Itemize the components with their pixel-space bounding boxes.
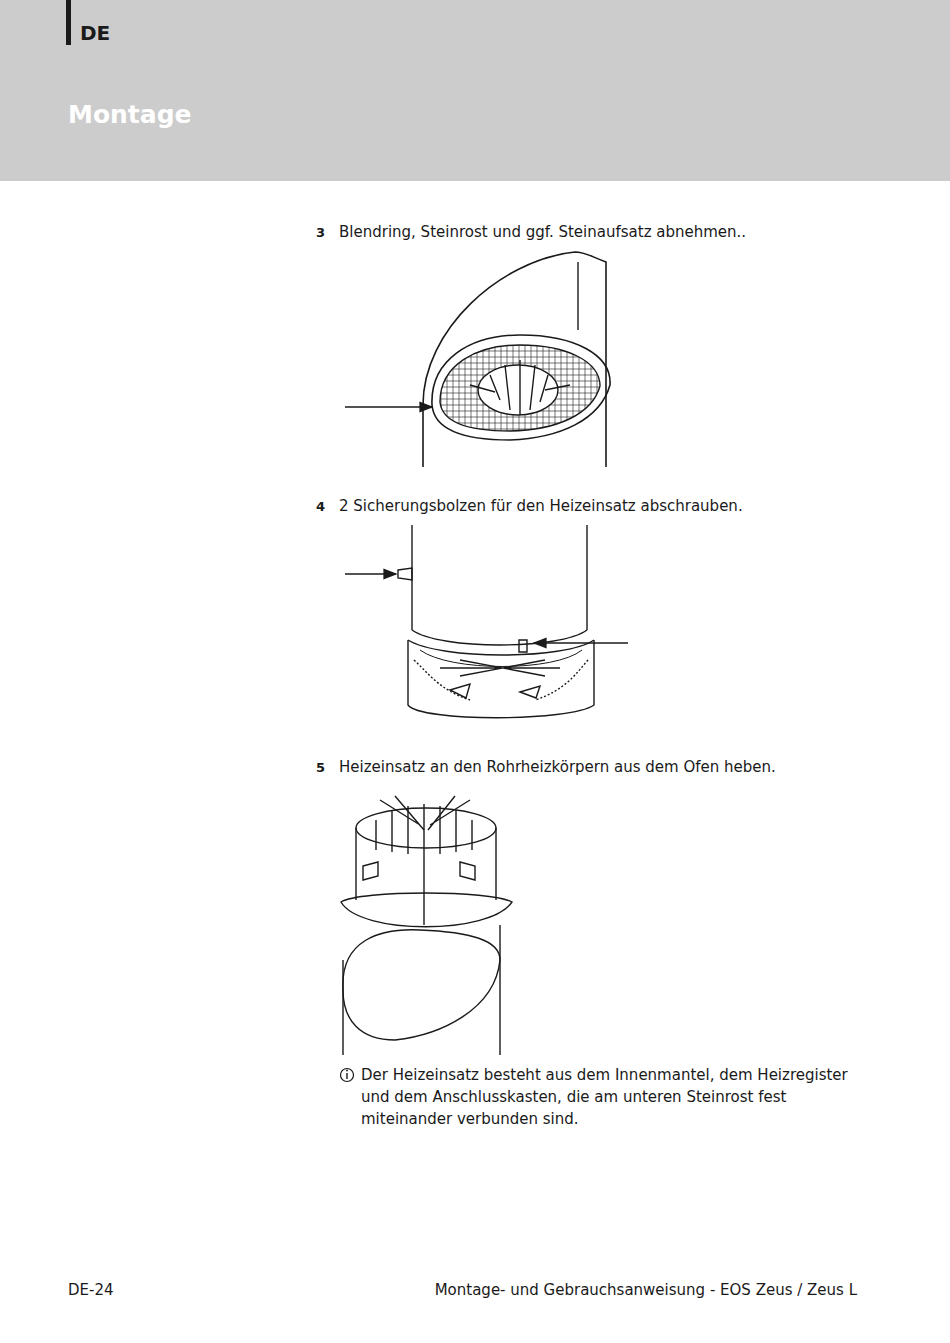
step-text: Blendring, Steinrost und ggf. Steinaufsa… [339, 221, 746, 243]
footer-title: Montage- und Gebrauchsanweisung - EOS Ze… [435, 1279, 857, 1301]
step-text: 2 Sicherungsbolzen für den Heizeinsatz a… [339, 495, 743, 517]
page-heading: Montage [68, 104, 192, 126]
stove-body-figure [345, 525, 628, 718]
step-number: 5 [316, 757, 325, 779]
heating-insert-figure [341, 796, 512, 1055]
step-number: 3 [316, 222, 325, 244]
info-icon [341, 1069, 354, 1082]
header-band [0, 0, 950, 181]
info-note: Der Heizeinsatz besteht aus dem Innenman… [361, 1064, 871, 1130]
language-tag: DE [80, 22, 110, 44]
stove-top-figure [345, 252, 610, 467]
step-number: 4 [316, 496, 325, 518]
header-marker [66, 0, 71, 45]
step-text: Heizeinsatz an den Rohrheizkörpern aus d… [339, 756, 776, 778]
page-number: DE-24 [68, 1279, 114, 1301]
